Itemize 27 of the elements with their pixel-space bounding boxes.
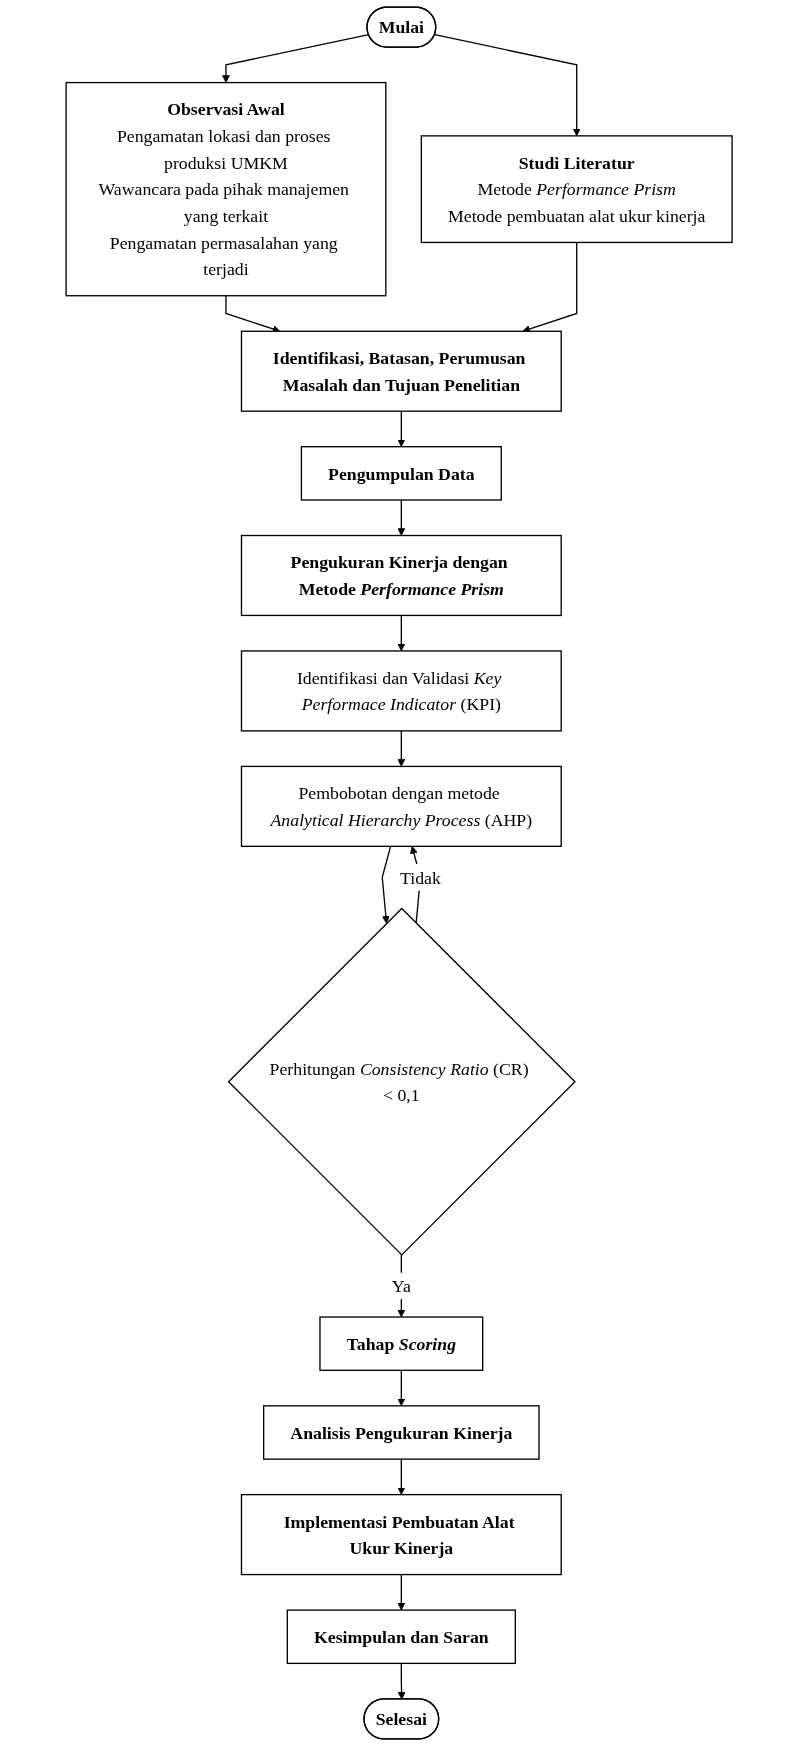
- arrow: [225, 295, 281, 333]
- arrow: [397, 499, 406, 536]
- node-box: Identifikasi dan Validasi Key Performace Indicator (KPI): [240, 650, 562, 732]
- node-box: Studi Literatur Metode Performance Prism Metode pembuatan alat ukur kinerja: [420, 135, 733, 244]
- node-box: Kesimpulan dan Saran: [286, 1609, 516, 1665]
- node-box: Implementasi Pembuatan Alat Ukur Kinerja: [240, 1493, 562, 1576]
- node-box: Identifikasi, Batasan, Perumusan Masalah dan Tujuan Penelitian: [240, 330, 562, 412]
- node-box: Pengukuran Kinerja dengan Metode Performance Prism: [240, 534, 562, 617]
- node-diamond: Perhitungan Consistency Ratio (CR) < 0,1: [227, 907, 576, 1256]
- arrow: [397, 410, 406, 448]
- arrow: [381, 845, 392, 924]
- edge-label: Ya: [391, 1276, 411, 1296]
- node-box: Pembobotan dengan metode Analytical Hierarchy Process (AHP): [240, 765, 562, 847]
- arrow: [397, 1573, 406, 1611]
- arrow: [397, 1662, 406, 1700]
- node-box: Pengumpulan Data: [300, 446, 502, 501]
- arrow: [221, 33, 370, 83]
- node-box: Tahap Scoring: [319, 1316, 484, 1371]
- arrow: [397, 730, 406, 767]
- arrow: [397, 1369, 406, 1407]
- arrow: [434, 33, 581, 137]
- edge-label: Tidak: [399, 867, 441, 888]
- node-box: Analisis Pengukuran Kinerja: [262, 1405, 540, 1460]
- arrow: [397, 1458, 406, 1495]
- node-box: Observasi Awal Pengamatan lokasi dan proses produksi UMKM Wawancara pada pihak manajemen yang terkait Pengamatan permasalahan yang terjadi: [65, 81, 387, 297]
- arrow: [397, 614, 406, 652]
- arrow: [522, 241, 578, 333]
